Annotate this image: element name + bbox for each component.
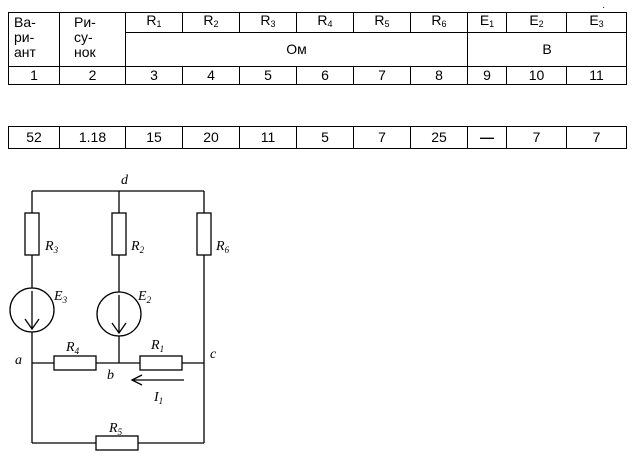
r6-label: R6 — [215, 239, 230, 255]
column-number: 9 — [467, 66, 507, 85]
e2-value: 7 — [506, 126, 567, 149]
column-number: 3 — [125, 66, 183, 85]
r1-value: 15 — [125, 126, 183, 149]
resistor-r5 — [95, 435, 139, 451]
node-a-label: a — [15, 353, 22, 368]
e2-label: E2 — [137, 289, 152, 305]
node-d-label: d — [121, 173, 129, 188]
column-number: 8 — [410, 66, 468, 85]
r1-label: R1 — [150, 338, 164, 354]
current-arrow-i1 — [130, 374, 184, 386]
volt-unit: В — [467, 32, 627, 67]
e3-value: 7 — [566, 126, 627, 149]
r1-header: R1 — [125, 12, 183, 33]
column-number: 2 — [59, 66, 126, 85]
figure-header: Ри- су- нок — [59, 12, 126, 67]
table-row: 52 1.18 15 20 11 5 7 25 — 7 7 — [8, 126, 627, 149]
column-number: 6 — [296, 66, 354, 85]
variant-cell: 52 — [8, 126, 60, 149]
variant-data-table: 52 1.18 15 20 11 5 7 25 — 7 7 — [8, 126, 627, 149]
r4-header: R4 — [296, 12, 354, 33]
r3-header: R3 — [239, 12, 297, 33]
r3-label: R3 — [44, 239, 59, 255]
r5-label: R5 — [108, 421, 123, 437]
r5-value: 7 — [353, 126, 411, 149]
corner-mark: · — [602, 2, 606, 13]
resistor-r3 — [24, 212, 40, 256]
r3-value: 11 — [239, 126, 297, 149]
resistor-r2 — [111, 212, 127, 256]
r2-label: R2 — [130, 239, 145, 255]
column-number: 5 — [239, 66, 297, 85]
figure-cell: 1.18 — [59, 126, 126, 149]
column-number: 11 — [566, 66, 627, 85]
r5-header: R5 — [353, 12, 411, 33]
r6-value: 25 — [410, 126, 468, 149]
arrow-e2 — [111, 295, 127, 335]
variant-header: Ва- ри- ант — [8, 12, 60, 67]
i1-label: I1 — [153, 390, 163, 406]
r4-label: R4 — [65, 340, 80, 356]
resistor-r6 — [196, 212, 212, 256]
node-b-label: b — [107, 368, 114, 383]
r6-header: R6 — [410, 12, 468, 33]
column-number: 1 — [8, 66, 60, 85]
r2-header: R2 — [182, 12, 240, 33]
node-c-label: c — [210, 347, 217, 362]
r2-value: 20 — [182, 126, 240, 149]
column-number: 10 — [506, 66, 567, 85]
parameters-header-table: Ва- ри- ант Ри- су- нок R1 R2 R3 R4 R5 R… — [8, 12, 627, 85]
e2-header: E2 — [506, 12, 567, 33]
e1-value: — — [467, 126, 507, 149]
column-number: 4 — [182, 66, 240, 85]
circuit-diagram: d a b c R3 R2 R6 R4 R1 R5 E3 E2 I1 — [9, 173, 230, 451]
r4-value: 5 — [296, 126, 354, 149]
resistor-r4 — [53, 355, 97, 371]
e3-header: E3 — [566, 12, 627, 33]
e3-label: E3 — [53, 289, 68, 305]
column-number: 7 — [353, 66, 411, 85]
arrow-e3 — [24, 291, 40, 331]
resistor-r1 — [139, 355, 183, 371]
ohm-unit: Ом — [125, 32, 468, 67]
e1-header: E1 — [467, 12, 507, 33]
